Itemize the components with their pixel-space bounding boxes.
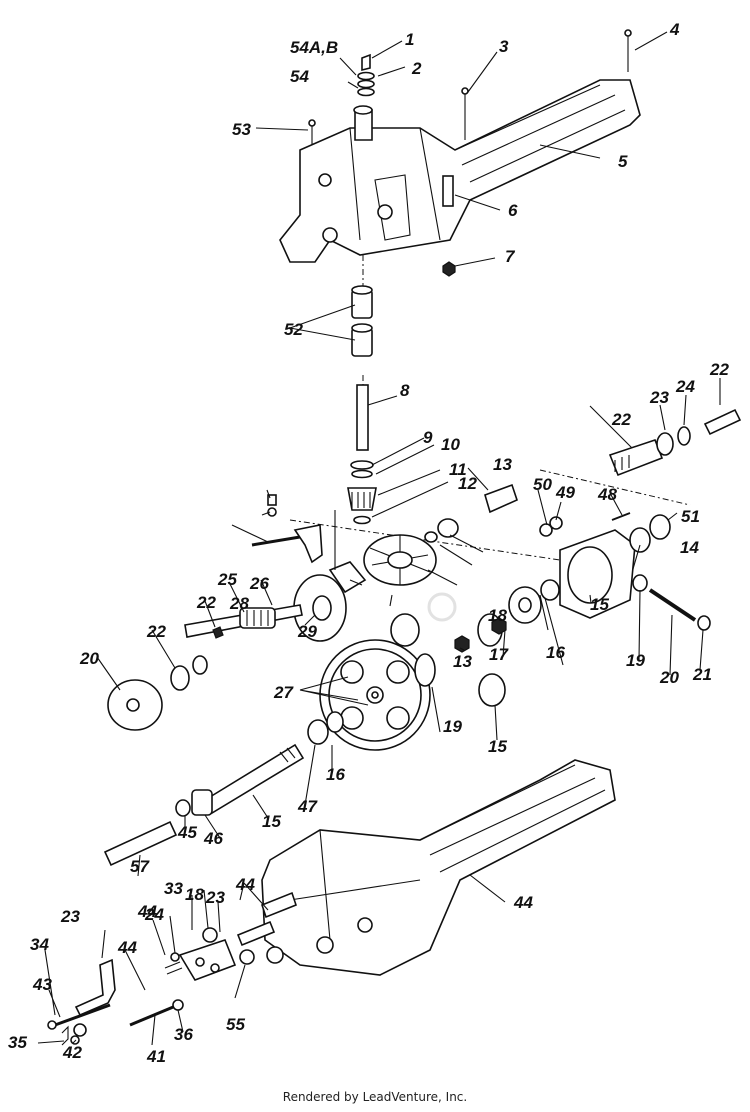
label-bevel-pinion: 11 bbox=[449, 460, 467, 479]
label-side-gear: 22 bbox=[196, 593, 216, 612]
label-bushing: 46 bbox=[203, 829, 223, 848]
input-shaft[interactable] bbox=[347, 384, 377, 525]
label-bushing: 25 bbox=[217, 570, 237, 589]
label-washer: 9 bbox=[423, 428, 433, 447]
label-bushings: 52 bbox=[284, 320, 303, 339]
spur-gear-assembly[interactable] bbox=[184, 574, 347, 642]
label-washer: 35 bbox=[8, 1033, 27, 1052]
large-gear[interactable] bbox=[319, 639, 431, 751]
label-washer: 54 bbox=[290, 67, 309, 86]
label-nut: 7 bbox=[505, 247, 516, 266]
label-washer: 15 bbox=[590, 595, 609, 614]
label-bolt: 21 bbox=[692, 665, 712, 684]
shift-fork[interactable] bbox=[251, 494, 367, 594]
credit-line: Rendered by LeadVenture, Inc. bbox=[282, 1090, 468, 1104]
label-brake-lever: 40 bbox=[0, 0, 19, 4]
bushings[interactable] bbox=[351, 285, 373, 357]
leader-lines bbox=[37, 31, 721, 1046]
top-hardware bbox=[308, 29, 632, 277]
right-axle[interactable] bbox=[608, 408, 742, 477]
label-input-shaft: 8 bbox=[400, 381, 410, 400]
centerline bbox=[289, 255, 691, 561]
label-shim-washer: 54A,B bbox=[290, 38, 338, 57]
label-washer: 20 bbox=[79, 649, 99, 668]
label-bolt: 3 bbox=[499, 37, 509, 56]
label-spring: 59 bbox=[0, 0, 19, 4]
label-bolt: 27 bbox=[273, 683, 294, 702]
label-washer: 15 bbox=[262, 812, 281, 831]
label-brake-pads: 43 bbox=[32, 975, 52, 994]
label-axle-shaft: 44 bbox=[117, 938, 137, 957]
label-pinion-shaft: 13 bbox=[453, 652, 472, 671]
label-retaining-ring: 12 bbox=[458, 474, 477, 493]
label-bevel-gear: 29 bbox=[297, 622, 317, 641]
label-bushing: 23 bbox=[205, 888, 225, 907]
label-spring: 55 bbox=[226, 1015, 245, 1034]
label-washer: 24 bbox=[675, 377, 695, 396]
label-washer: 35 bbox=[0, 0, 19, 4]
label-upper-housing: 5 bbox=[618, 152, 628, 171]
label-washer: 58 bbox=[0, 0, 19, 4]
label-washer: 2 bbox=[411, 59, 422, 78]
label-ball: 49 bbox=[555, 483, 575, 502]
label-axle: 22 bbox=[709, 360, 729, 379]
label-large-gear: 57 bbox=[130, 857, 150, 876]
bushing-14[interactable] bbox=[424, 483, 518, 543]
label-bolt: 53 bbox=[232, 120, 251, 139]
label-pulley: 45 bbox=[177, 823, 197, 842]
label-nut: 19 bbox=[443, 717, 462, 736]
label-washer: 24 bbox=[144, 905, 164, 924]
upper-housing[interactable] bbox=[279, 79, 641, 263]
label-ring: 10 bbox=[441, 435, 460, 454]
label-countershaft: 44 bbox=[137, 902, 157, 921]
pulley-assembly[interactable] bbox=[107, 655, 208, 731]
label-bolt: 56 bbox=[0, 0, 19, 4]
label-gear: 18 bbox=[488, 606, 507, 625]
label-shaft: 13 bbox=[493, 455, 512, 474]
pinions[interactable] bbox=[390, 613, 506, 707]
label-nut: 36 bbox=[0, 0, 19, 4]
bevel-gear[interactable] bbox=[363, 534, 437, 586]
label-nut: 36 bbox=[174, 1025, 193, 1044]
label-pin: 39 bbox=[0, 0, 19, 4]
label-bolt: 4 bbox=[669, 20, 680, 39]
label-bushing: 14 bbox=[680, 538, 699, 557]
label-nut: 38 bbox=[0, 0, 19, 4]
label-washer: 20 bbox=[659, 668, 679, 687]
countershaft[interactable] bbox=[103, 711, 344, 867]
label-pinion: 44 bbox=[513, 893, 533, 912]
watermark bbox=[427, 592, 457, 622]
label-nut: 44 bbox=[235, 875, 255, 894]
label-gear: 18 bbox=[185, 885, 204, 904]
label-lower-housing: 34 bbox=[30, 935, 49, 954]
label-spur-gear: 16 bbox=[326, 765, 345, 784]
label-gear-hub: 15 bbox=[488, 737, 507, 756]
label-pin: 42 bbox=[62, 1043, 82, 1062]
label-nut: 22 bbox=[146, 622, 166, 641]
label-washer: 37 bbox=[0, 0, 20, 4]
lower-housing[interactable] bbox=[261, 759, 616, 976]
label-shift-rod: 48 bbox=[597, 485, 617, 504]
label-nut: 19 bbox=[626, 651, 645, 670]
label-washer: 33 bbox=[164, 879, 183, 898]
label-key: 47 bbox=[297, 797, 318, 816]
label-ring-gear: 28 bbox=[229, 594, 249, 613]
brake-assembly[interactable] bbox=[47, 891, 297, 1046]
label-bushing: 23 bbox=[649, 388, 669, 407]
label-bolt: 6 bbox=[508, 201, 518, 220]
label-shift-fork: 51 bbox=[681, 507, 700, 526]
label-axle-end: 22 bbox=[611, 410, 631, 429]
label-bushing: 23 bbox=[60, 907, 80, 926]
label-spring: 50 bbox=[533, 475, 552, 494]
label-key: 1 bbox=[405, 30, 414, 49]
label-brake-bracket: 41 bbox=[146, 1047, 166, 1066]
label-differential-case: 26 bbox=[249, 574, 269, 593]
differential[interactable] bbox=[491, 512, 711, 635]
label-collar: 17 bbox=[489, 645, 509, 664]
label-bevel-gear: 16 bbox=[546, 643, 565, 662]
